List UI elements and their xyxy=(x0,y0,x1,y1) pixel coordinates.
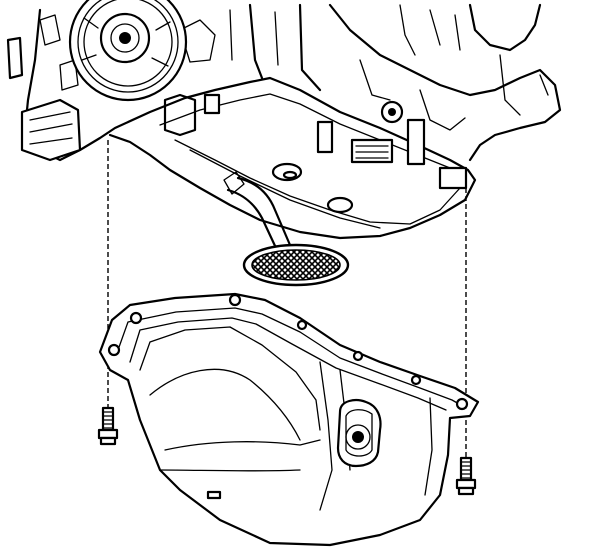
oil-pan xyxy=(98,292,480,547)
engine-block xyxy=(6,3,562,240)
oil-pump-pickup-tube xyxy=(223,171,292,250)
oil-pan-bolt-left xyxy=(97,406,119,446)
oil-pan-bolt-right xyxy=(455,456,477,496)
pickup-screen xyxy=(242,243,350,287)
crankshaft-pulley xyxy=(68,0,188,102)
